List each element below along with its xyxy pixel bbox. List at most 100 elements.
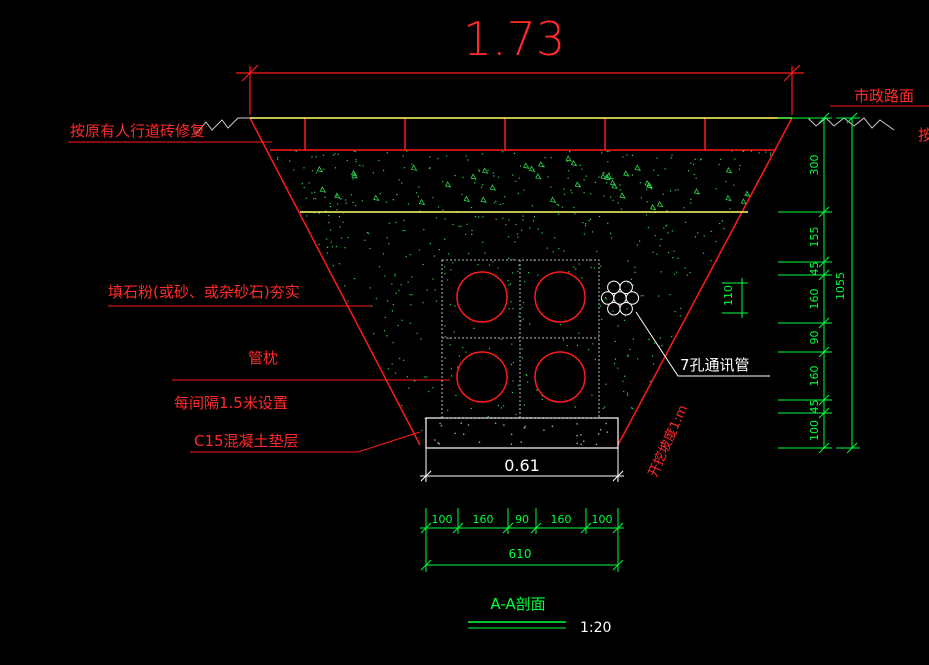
sand-speck — [477, 264, 479, 266]
sand-speck — [515, 223, 517, 226]
sand-speck — [750, 150, 752, 152]
sand-speck — [769, 370, 771, 372]
sand-speck — [337, 153, 339, 155]
sand-speck — [284, 329, 286, 331]
sand-speck — [720, 348, 722, 350]
sand-speck — [402, 427, 404, 429]
sand-speck — [762, 313, 764, 315]
sand-speck — [331, 378, 333, 380]
sand-speck — [706, 318, 708, 320]
sand-speck — [693, 163, 695, 165]
sand-speck — [336, 209, 338, 211]
sand-speck — [487, 415, 489, 418]
sand-speck — [350, 328, 352, 330]
sand-speck — [495, 218, 497, 220]
sand-speck — [605, 383, 607, 385]
sand-speck — [390, 410, 392, 412]
conduit-pipe — [456, 271, 508, 323]
sand-speck — [355, 159, 357, 161]
sand-speck — [313, 198, 315, 200]
sand-speck — [316, 296, 319, 298]
sand-speck — [385, 201, 388, 203]
sand-speck — [537, 228, 539, 230]
sand-speck — [525, 373, 527, 375]
sand-speck — [391, 310, 393, 312]
sand-speck — [671, 230, 673, 232]
sand-speck — [598, 176, 600, 178]
concrete-speck — [460, 422, 462, 424]
bottom-total-label: 610 — [509, 547, 532, 561]
sand-speck — [324, 410, 326, 412]
sand-speck — [408, 441, 410, 443]
sand-speck — [334, 364, 336, 367]
sand-speck — [424, 376, 426, 378]
sand-speck — [447, 279, 449, 281]
sand-speck — [356, 440, 358, 442]
sand-speck — [623, 319, 625, 321]
aggregate-mark — [646, 182, 653, 189]
sand-speck — [639, 240, 641, 242]
sand-speck — [679, 386, 681, 388]
sand-speck — [671, 335, 673, 338]
sand-speck — [370, 380, 372, 382]
sand-speck — [588, 349, 590, 351]
sand-speck — [573, 206, 575, 209]
sand-speck — [521, 229, 523, 231]
sand-speck — [478, 216, 480, 218]
conduit-gap-label: 110 — [722, 285, 735, 306]
aggregate-mark — [623, 170, 630, 177]
sand-speck — [649, 380, 651, 382]
total-depth-tick-mark — [846, 112, 858, 124]
aggregate-mark — [657, 200, 664, 208]
sand-speck — [354, 204, 357, 207]
sand-speck — [626, 308, 628, 310]
sand-speck — [767, 196, 769, 198]
sand-speck — [365, 434, 367, 436]
sand-speck — [622, 156, 624, 158]
sand-speck — [533, 215, 536, 218]
sand-speck — [303, 167, 305, 169]
sand-speck — [368, 232, 370, 234]
total-depth-tick-mark — [846, 442, 858, 454]
sand-speck — [340, 237, 343, 239]
sand-speck — [346, 328, 348, 330]
sand-speck — [355, 161, 357, 163]
sand-speck — [284, 316, 287, 318]
sand-speck — [309, 327, 311, 330]
sand-speck — [416, 332, 418, 334]
sand-speck — [409, 254, 411, 256]
sand-speck — [347, 347, 349, 349]
sand-speck — [448, 337, 450, 339]
sand-speck — [497, 176, 500, 178]
sand-speck — [299, 363, 301, 365]
concrete-speck — [583, 440, 585, 442]
sand-speck — [333, 422, 335, 424]
sand-speck — [394, 372, 397, 374]
aggregate-mark — [644, 180, 651, 187]
sand-speck — [284, 327, 287, 329]
sand-speck — [715, 329, 717, 331]
sand-speck — [342, 221, 344, 223]
concrete-speck — [494, 422, 497, 424]
sand-speck — [627, 392, 629, 394]
sand-speck — [675, 375, 677, 377]
sand-speck — [448, 253, 450, 255]
sand-speck — [318, 243, 320, 245]
sand-speck — [582, 222, 584, 224]
sand-speck — [347, 236, 349, 238]
sand-speck — [660, 367, 662, 369]
sand-speck — [702, 252, 704, 254]
sand-speck — [402, 230, 404, 232]
concrete-base-label: C15混凝土垫层 — [194, 432, 299, 450]
sand-speck — [299, 409, 301, 411]
sand-speck — [620, 208, 622, 210]
sand-speck — [612, 199, 614, 201]
aggregate-mark — [744, 190, 751, 197]
sand-speck — [277, 158, 279, 160]
sand-speck — [279, 203, 281, 206]
sand-speck — [499, 203, 501, 206]
sand-speck — [429, 156, 431, 158]
duct-hole — [625, 291, 640, 305]
concrete-speck — [467, 424, 470, 426]
sand-speck — [674, 189, 676, 191]
